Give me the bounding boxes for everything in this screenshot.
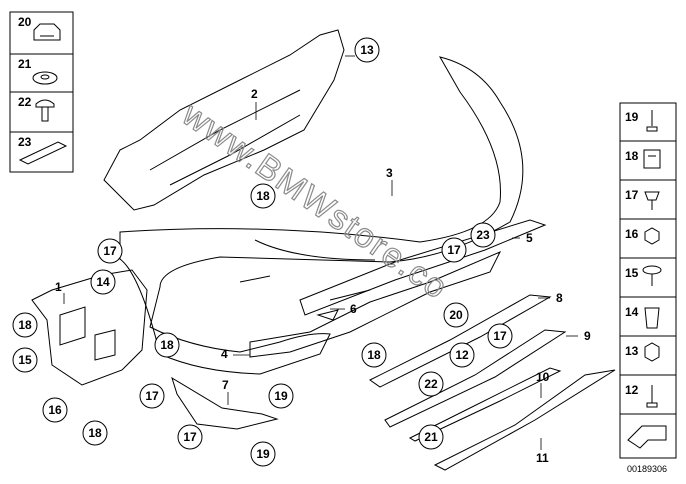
diffuser-part <box>249 251 502 358</box>
callout[interactable]: 18 <box>250 183 276 209</box>
svg-text:16: 16 <box>48 403 62 417</box>
part-number-label: 1 <box>55 280 62 294</box>
callout[interactable]: 13 <box>354 37 380 63</box>
callout[interactable]: 20 <box>443 302 469 328</box>
clip-nut-icon <box>644 307 660 329</box>
part-number-label: 6 <box>350 302 357 316</box>
rivet-icon <box>35 99 55 122</box>
callout[interactable]: 18 <box>12 312 38 338</box>
callout[interactable]: 18 <box>361 342 387 368</box>
part-number-label: 2 <box>251 87 258 101</box>
right-panel-number: 16 <box>625 227 639 241</box>
strip-part <box>369 294 552 388</box>
right-panel-frame <box>619 102 677 459</box>
part-number-label: 11 <box>536 451 549 465</box>
right-small-parts-panel <box>619 102 677 459</box>
strip-part <box>433 369 616 471</box>
svg-text:13: 13 <box>360 43 374 57</box>
callout[interactable]: 19 <box>268 383 294 409</box>
svg-text:17: 17 <box>493 329 507 343</box>
svg-text:12: 12 <box>455 348 469 362</box>
callout[interactable]: 18 <box>154 332 180 358</box>
svg-text:18: 18 <box>88 426 102 440</box>
screw-icon <box>644 191 660 210</box>
callout[interactable]: 22 <box>418 371 444 397</box>
callout[interactable]: 12 <box>449 342 475 368</box>
callout[interactable]: 17 <box>441 237 467 263</box>
svg-text:20: 20 <box>449 308 463 322</box>
svg-text:17: 17 <box>145 389 159 403</box>
left-small-parts-panel <box>9 11 74 173</box>
callout[interactable]: 17 <box>139 383 165 409</box>
right-panel-number: 17 <box>625 188 639 202</box>
side-bracket-part <box>31 269 148 386</box>
svg-text:19: 19 <box>256 447 270 461</box>
svg-text:17: 17 <box>447 243 461 257</box>
rivet-icon <box>646 110 658 132</box>
callout[interactable]: 17 <box>487 323 513 349</box>
left-panel-number: 21 <box>18 57 32 71</box>
carrier-part <box>103 29 345 211</box>
svg-text:21: 21 <box>424 430 438 444</box>
callout[interactable]: 23 <box>470 222 496 248</box>
left-panel-number: 22 <box>18 95 32 109</box>
washer-screw-icon <box>642 265 662 275</box>
svg-text:19: 19 <box>274 389 288 403</box>
strip-icon <box>18 141 68 165</box>
right-panel-number: 14 <box>625 305 639 319</box>
lower-trim-part <box>171 376 279 430</box>
callout[interactable]: 18 <box>82 420 108 446</box>
left-panel-number: 20 <box>18 15 32 29</box>
right-panel-number: 12 <box>625 383 639 397</box>
callout[interactable]: 15 <box>12 347 38 373</box>
diagram-code: 00189306 <box>627 464 667 474</box>
right-panel-number: 15 <box>625 266 639 280</box>
callout[interactable]: 14 <box>90 269 116 295</box>
svg-text:14: 14 <box>96 275 110 289</box>
part-number-label: 3 <box>386 166 393 180</box>
strip-part <box>299 219 547 316</box>
callout[interactable]: 16 <box>42 397 68 423</box>
part-number-label: 5 <box>526 231 533 245</box>
svg-text:18: 18 <box>160 338 174 352</box>
clip-icon <box>33 23 61 41</box>
callout[interactable]: 19 <box>250 441 276 467</box>
watermark-text: www.BMWstore.co <box>175 95 456 308</box>
leader-lines <box>63 55 578 450</box>
callout[interactable]: 21 <box>418 424 444 450</box>
part-number-label: 10 <box>536 370 550 384</box>
part-number-label: 4 <box>221 347 228 361</box>
plain-labels: 2 3 1 5 6 8 9 4 7 10 11 <box>55 87 591 465</box>
part-number-label: 8 <box>556 291 563 305</box>
strip-part <box>384 329 567 428</box>
speed-nut-icon <box>643 149 661 169</box>
strip-part <box>408 367 562 442</box>
svg-text:18: 18 <box>18 318 32 332</box>
part-number-label: 9 <box>584 329 591 343</box>
right-panel-number: 13 <box>625 344 639 358</box>
svg-text:22: 22 <box>424 377 438 391</box>
right-panel-number: 18 <box>625 149 639 163</box>
right-panel-number: 19 <box>625 110 639 124</box>
part-number-label: 7 <box>222 378 229 392</box>
callout[interactable]: 17 <box>177 424 203 450</box>
svg-text:18: 18 <box>367 348 381 362</box>
callout[interactable]: 17 <box>97 238 123 264</box>
svg-text:23: 23 <box>476 228 490 242</box>
svg-text:17: 17 <box>103 244 117 258</box>
svg-text:17: 17 <box>183 430 197 444</box>
nut-icon <box>644 227 660 245</box>
washer-icon <box>32 71 58 85</box>
svg-text:15: 15 <box>18 353 32 367</box>
arrow-icon <box>627 425 667 449</box>
hex-nut-icon <box>644 342 660 362</box>
callouts: 13 18 17 14 18 15 16 18 18 17 17 19 19 1… <box>12 37 513 467</box>
svg-text:18: 18 <box>256 189 270 203</box>
left-panel-number: 23 <box>18 135 32 149</box>
blind-rivet-icon <box>646 385 658 408</box>
